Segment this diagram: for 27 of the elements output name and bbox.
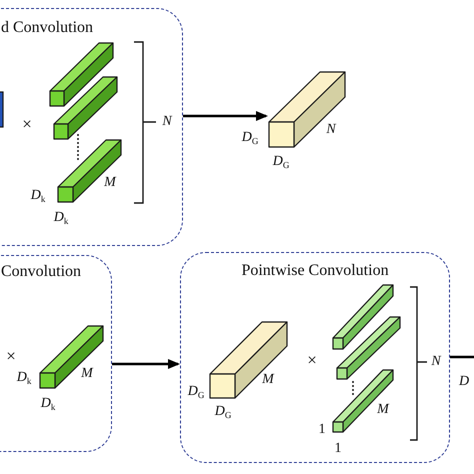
dimension-label: D$_{k}$ bbox=[30, 189, 46, 203]
arrow bbox=[183, 111, 268, 121]
dimension-label: N bbox=[162, 115, 172, 129]
group-title: Convolution bbox=[1, 264, 82, 280]
dimension-label: M bbox=[377, 403, 389, 417]
dimension-label: N bbox=[431, 355, 441, 369]
multiply-sign: × bbox=[307, 352, 317, 368]
dimension-label: D bbox=[458, 375, 470, 389]
cuboid bbox=[268, 71, 347, 149]
dimension-label: 1 bbox=[318, 423, 326, 437]
dimension-label: D$_{G}$ bbox=[242, 131, 258, 145]
dimension-label: D$_{k}$ bbox=[40, 397, 56, 411]
dimension-label: 1 bbox=[334, 442, 342, 456]
multiply-sign: × bbox=[6, 348, 16, 364]
group-title: Pointwise Convolution bbox=[241, 263, 389, 279]
arrow bbox=[112, 359, 180, 369]
dimension-label: M bbox=[104, 176, 116, 190]
dimension-label: D$_{k}$ bbox=[16, 371, 32, 385]
dimension-label: D$_{G}$ bbox=[188, 385, 204, 399]
group-title: d Convolution bbox=[1, 20, 94, 36]
multiply-sign: × bbox=[22, 116, 32, 132]
dimension-label: N bbox=[326, 123, 336, 137]
dimension-label: M bbox=[262, 373, 274, 387]
dimension-label: D$_{G}$ bbox=[214, 405, 232, 419]
dimension-label: D$_{G}$ bbox=[272, 155, 290, 169]
dimension-label: M bbox=[81, 367, 93, 381]
dimension-label: D$_{k}$ bbox=[54, 211, 68, 225]
